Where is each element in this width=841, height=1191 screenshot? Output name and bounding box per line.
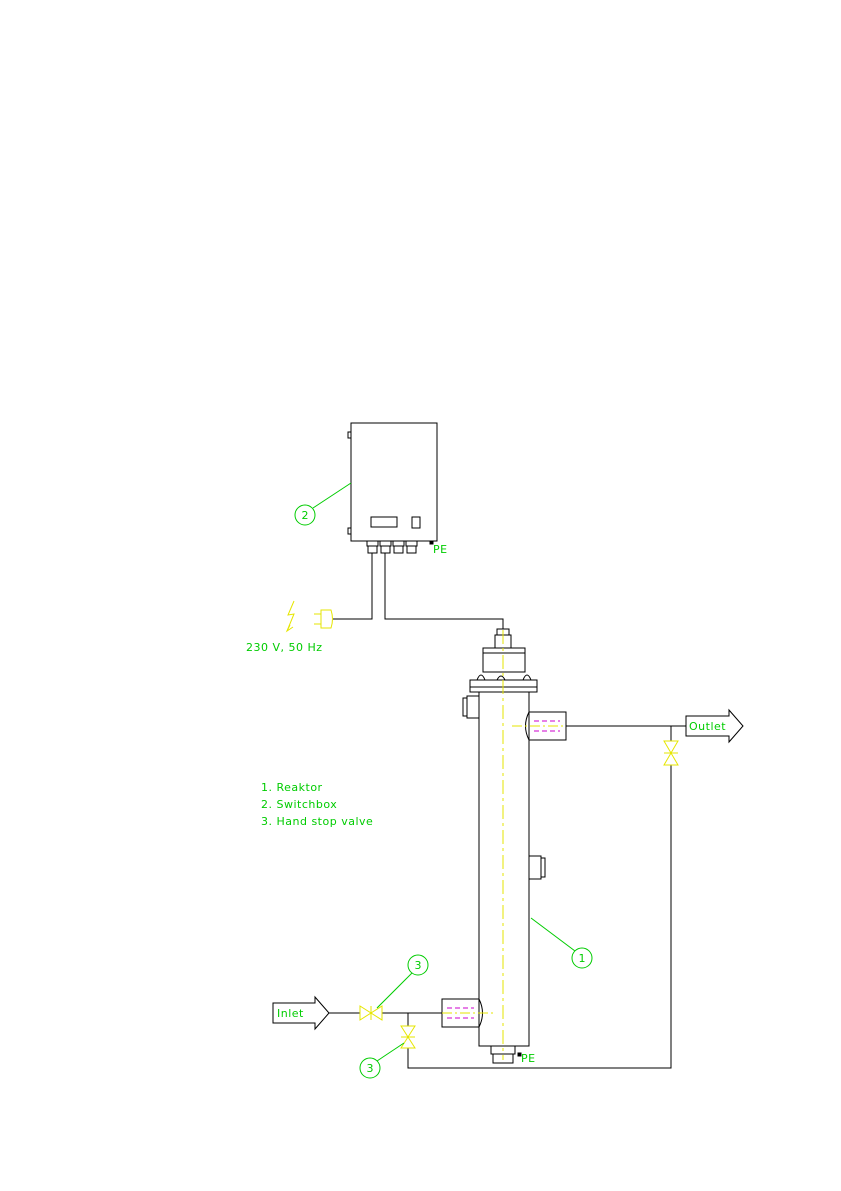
power-supply-label: 230 V, 50 Hz <box>246 641 323 654</box>
valve-inlet <box>360 1006 382 1020</box>
switchbox <box>348 423 437 553</box>
pe-label-reactor: PE <box>521 1052 536 1065</box>
lightning-icon <box>287 601 294 631</box>
reactor-socket-left <box>467 696 479 718</box>
callout-valve-inlet-number: 3 <box>415 959 422 972</box>
switchbox-hinge-bottom <box>348 528 351 534</box>
plug-icon <box>314 610 333 628</box>
valve-outlet-bypass <box>664 741 678 765</box>
switchbox-switch <box>412 517 420 528</box>
valves <box>360 741 678 1048</box>
reactor-socket-right <box>529 856 541 879</box>
cable-glands <box>367 541 417 553</box>
bypass-pipe-return <box>408 765 671 1068</box>
legend-item: 3. Hand stop valve <box>261 815 373 828</box>
switchbox-body <box>351 423 437 541</box>
reactor-cap <box>483 648 525 672</box>
switchbox-display <box>371 517 397 527</box>
legend: 1. Reaktor 2. Switchbox 3. Hand stop val… <box>261 781 373 828</box>
power-supply <box>287 601 333 631</box>
inlet-nozzle <box>442 999 496 1027</box>
callouts <box>295 483 592 1078</box>
flow-arrows <box>273 710 743 1029</box>
reactor <box>463 629 545 1063</box>
legend-item: 1. Reaktor <box>261 781 323 794</box>
switchbox-hinge-top <box>348 432 351 438</box>
valve-bypass <box>401 1026 415 1048</box>
reactor-cable <box>385 553 503 629</box>
pe-label-switchbox: PE <box>433 543 448 556</box>
inlet-label: Inlet <box>277 1007 304 1020</box>
outlet-label: Outlet <box>689 720 726 733</box>
cables <box>333 553 503 629</box>
reactor-tube <box>479 692 529 1046</box>
callout-valve-bypass-number: 3 <box>367 1062 374 1075</box>
piping <box>329 726 686 1068</box>
legend-item: 2. Switchbox <box>261 798 337 811</box>
power-cable <box>333 553 372 619</box>
callout-reactor-number: 1 <box>579 952 586 965</box>
outlet-nozzle <box>512 712 566 740</box>
callout-switchbox-number: 2 <box>302 509 309 522</box>
